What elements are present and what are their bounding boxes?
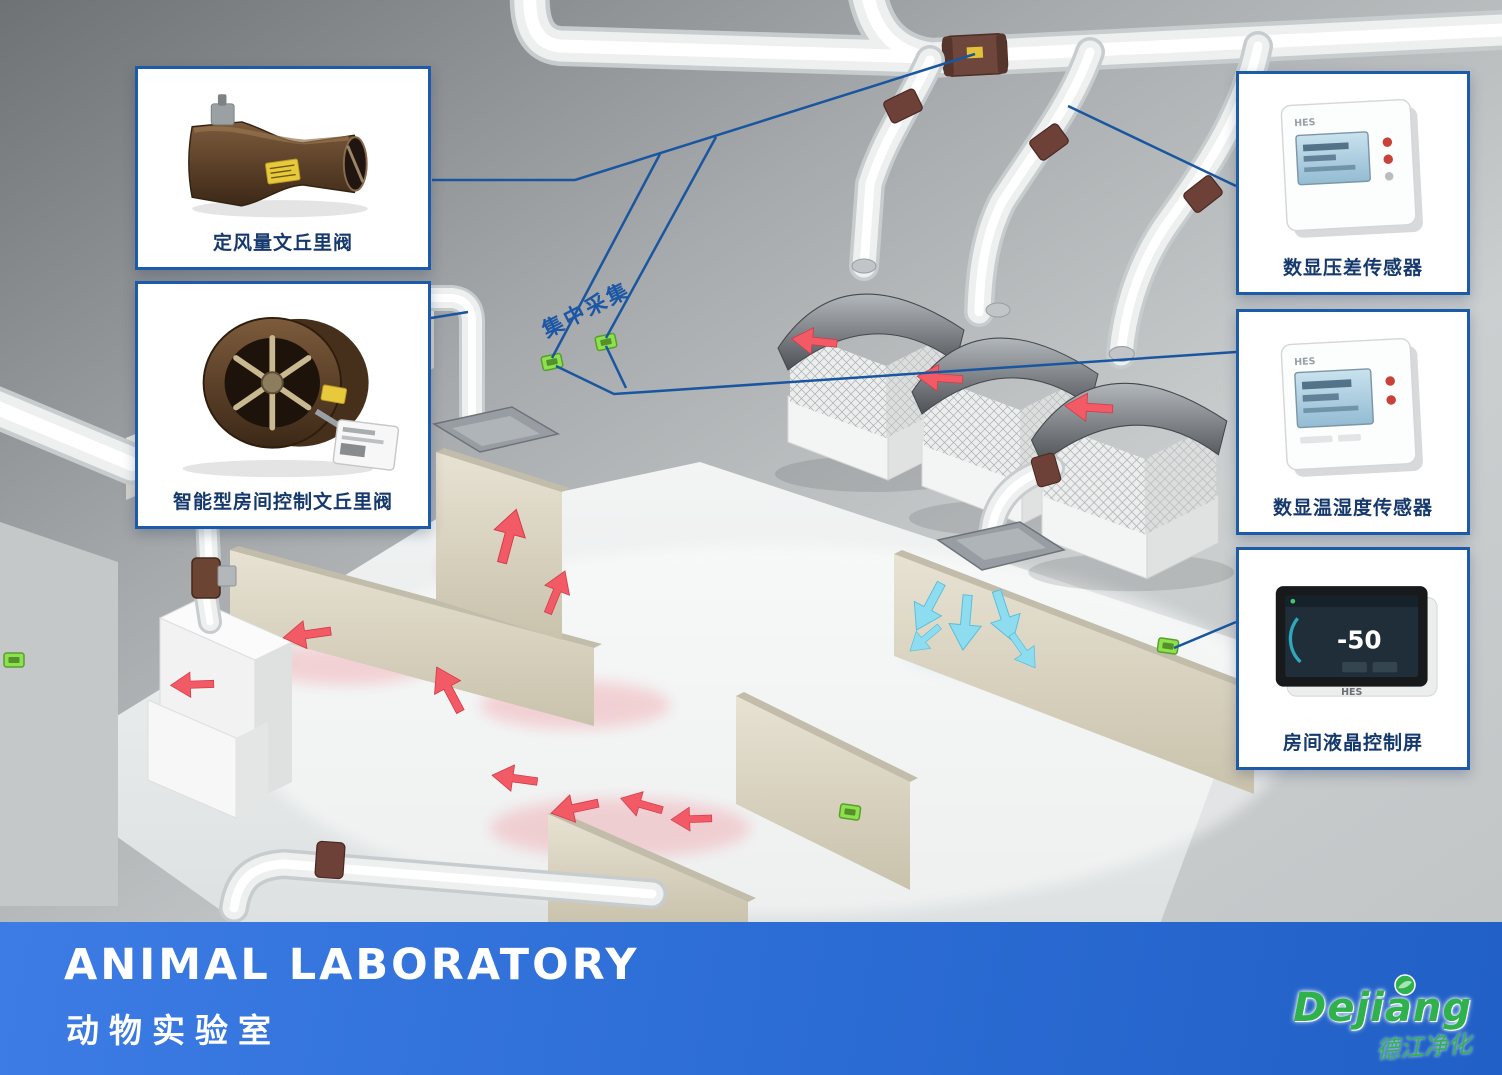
callout-temp-label: 数显温湿度传感器 <box>1272 497 1433 519</box>
panel-dial-arc <box>1289 617 1302 664</box>
sensor-button <box>1385 375 1396 386</box>
wall-chip-center <box>838 802 862 822</box>
room-venturi-valve <box>191 557 237 599</box>
left-wall-tall-section <box>436 448 570 640</box>
banner-subtitle: 动物实验室 <box>66 1011 281 1050</box>
supply-diffuser <box>432 406 561 453</box>
panel-reading: -50 <box>1337 626 1382 655</box>
callout-lcd-label: 房间液晶控制屏 <box>1282 732 1423 754</box>
valve-sticker <box>265 158 301 185</box>
left-air-cabinet <box>147 599 294 819</box>
banner-title: ANIMAL LABORATORY <box>64 940 640 990</box>
pressure-sensor-image: HES <box>1247 82 1459 249</box>
brand-logo: Dejiang 德江净化 <box>1293 974 1473 1065</box>
cav-venturi-valve-image <box>146 77 420 224</box>
callout-temp-humidity-sensor: HES 数显温湿度传感器 <box>1236 309 1470 535</box>
sensor-button <box>1382 137 1393 147</box>
callout-smart-label: 智能型房间控制文丘里阀 <box>172 491 393 513</box>
callout-smart-venturi-valve: 智能型房间控制文丘里阀 <box>135 281 431 529</box>
sensor-brand: HES <box>1294 356 1316 368</box>
callout-connector-lines <box>430 52 1237 650</box>
logo-brand-text: Dejiang <box>1293 974 1472 1028</box>
callout-pressure-sensor: HES 数显压差传感器 <box>1236 71 1470 295</box>
sensor-button <box>1383 154 1394 164</box>
panel-screen <box>1285 595 1419 678</box>
pipe-couplings <box>314 88 1223 880</box>
lcd-panel-image: -50 HES <box>1247 558 1459 724</box>
wall-chip-left <box>3 652 25 668</box>
logo-leaf-icon <box>1394 974 1416 996</box>
center-partition-wall <box>736 692 918 890</box>
callout-pressure-label: 数显压差传感器 <box>1282 257 1423 279</box>
right-room-wall <box>894 550 1262 794</box>
exhaust-diffuser <box>936 521 1066 571</box>
smart-venturi-valve-image <box>146 292 420 483</box>
far-left-wall <box>0 522 118 906</box>
temp-humidity-sensor-image: HES <box>1247 320 1459 489</box>
callout-lcd-panel: -50 HES 房间液晶控制屏 <box>1236 547 1470 770</box>
callout-cav-label: 定风量文丘里阀 <box>212 232 353 254</box>
panel-brand: HES <box>1341 687 1362 698</box>
sensor-button <box>1385 171 1394 181</box>
bottom-banner: ANIMAL LABORATORY 动物实验室 Dejiang 德江净化 <box>0 922 1502 1075</box>
callout-cav-venturi-valve: 定风量文丘里阀 <box>135 66 431 270</box>
exhaust-coupling <box>1030 452 1062 488</box>
valve-controller <box>332 418 400 471</box>
sensor-brand: HES <box>1294 117 1316 129</box>
sensor-button <box>1386 394 1397 405</box>
